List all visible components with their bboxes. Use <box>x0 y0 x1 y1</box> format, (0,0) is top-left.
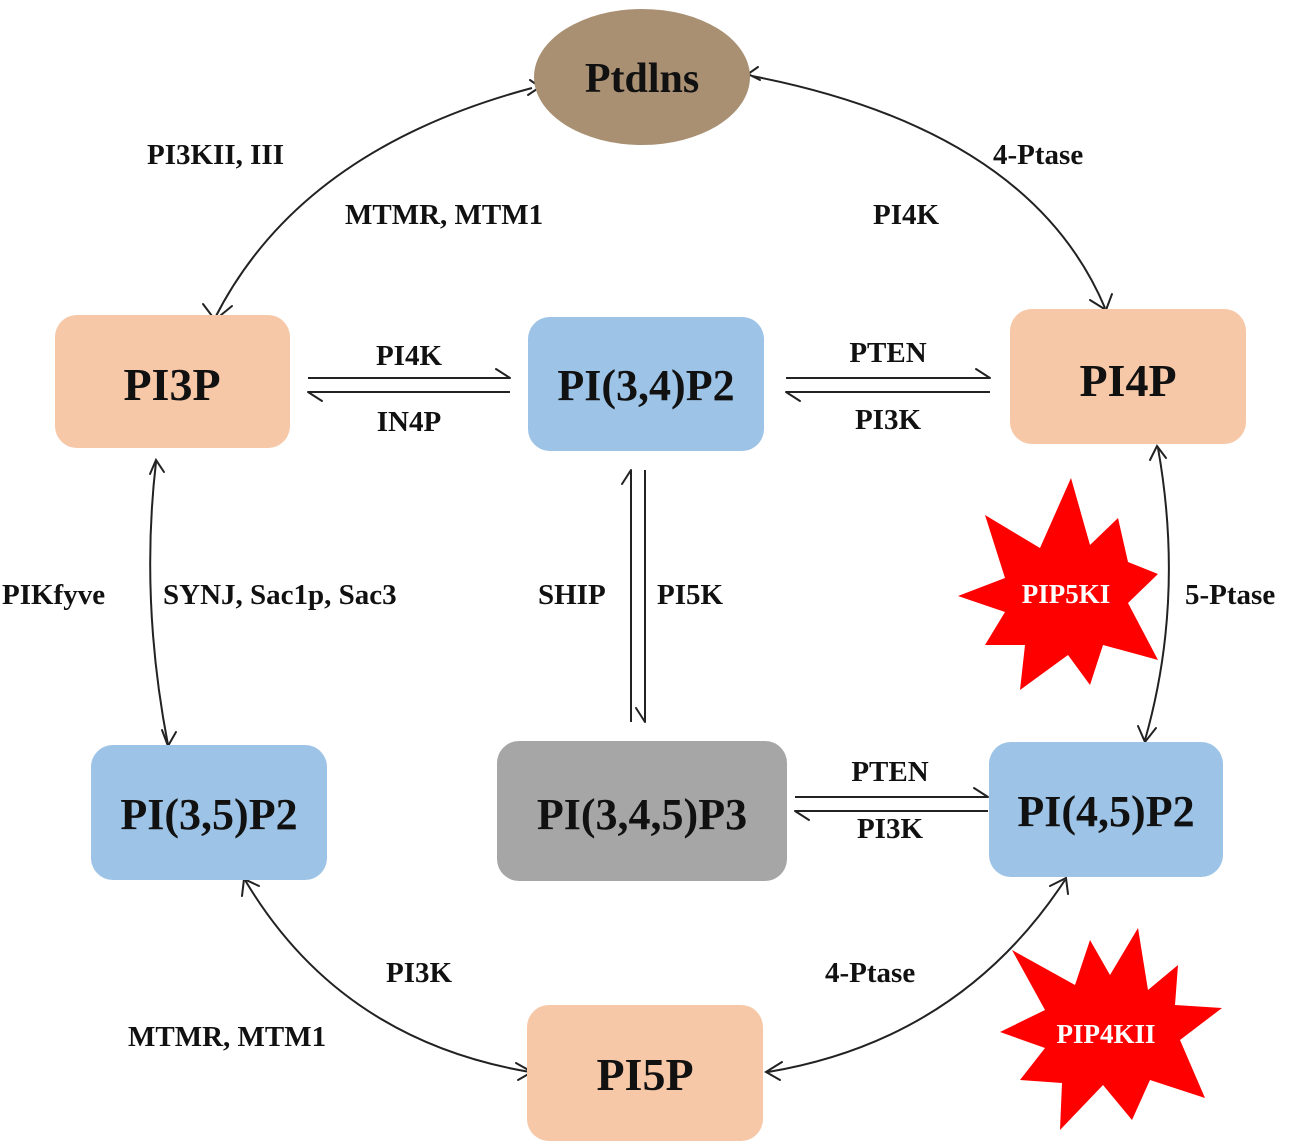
enzyme-ship: SHIP <box>538 579 606 611</box>
enzyme-pten-bottom: PTEN <box>851 756 928 788</box>
arrowhead-pi4p <box>1089 293 1113 312</box>
enzyme-pi3kii-iii: PI3KII, III <box>147 139 284 171</box>
arrowhead-pi34p2-right <box>785 391 801 402</box>
arrows <box>149 66 1170 1081</box>
pi5p-label: PI5P <box>596 1049 693 1100</box>
pi4p-label: PI4P <box>1079 355 1176 406</box>
arrowhead-pi3p-down <box>149 457 165 475</box>
arrowhead-pi4p-left <box>975 368 991 379</box>
pi34p2-node <box>528 317 764 451</box>
enzyme-4-ptase-bottom: 4-Ptase <box>825 957 915 989</box>
pip5ki-burst <box>958 478 1158 690</box>
pi4p-node <box>1010 309 1246 444</box>
arrowhead-pi34p2-left <box>495 368 511 379</box>
enzyme-pi4k-mid: PI4K <box>376 340 443 372</box>
pi45p2-node <box>989 742 1223 877</box>
enzyme-mtmr-mtm1-bottom: MTMR, MTM1 <box>128 1021 326 1053</box>
enzyme-pikfyve: PIKfyve <box>2 579 105 611</box>
pip5ki-label: PIP5KI <box>1022 579 1111 609</box>
enzyme-pi4k-top: PI4K <box>873 199 940 231</box>
arrow-pi3p-pi35p2 <box>149 461 169 746</box>
pi35p2-label: PI(3,5)P2 <box>120 790 297 839</box>
arrow-pi45p2-pi5p <box>767 879 1066 1073</box>
arrowhead-pi345p3-right <box>794 810 810 821</box>
enzyme-pi3k-lower-left: PI3K <box>386 957 453 989</box>
pi3p-label: PI3P <box>123 359 220 410</box>
arrowhead-pi45p2-down <box>1049 876 1069 895</box>
nodes: Ptdlns PI3P PI(3,4)P2 PI4P PI(3,5)P2 PI(… <box>55 9 1246 1141</box>
highlight-bursts: PIP5KI PIP4KII <box>958 478 1222 1130</box>
pi34p2-label: PI(3,4)P2 <box>557 361 734 410</box>
enzyme-4-ptase-top: 4-Ptase <box>993 139 1083 171</box>
pi345p3-label: PI(3,4,5)P3 <box>537 790 747 839</box>
enzyme-pi3k-top: PI3K <box>855 404 922 436</box>
arrow-pi4p-pi45p2 <box>1144 447 1170 741</box>
arrowhead-pi35p2 <box>161 729 177 749</box>
enzyme-pten-top: PTEN <box>849 337 926 369</box>
arrowhead-pi34p2-up <box>621 469 632 485</box>
arrowhead-pi5p-right <box>764 1061 783 1081</box>
enzyme-mtmr-mtm1-top: MTMR, MTM1 <box>345 199 543 231</box>
enzyme-pi5k: PI5K <box>657 579 724 611</box>
pip4kii-burst <box>1000 928 1222 1130</box>
ptdins-label: Ptdlns <box>585 56 699 102</box>
enzyme-5-ptase: 5-Ptase <box>1185 579 1275 611</box>
pi5p-node <box>527 1005 763 1141</box>
arrowhead-pi345p3-down <box>635 707 646 723</box>
enzyme-pi3k-bottom: PI3K <box>857 813 924 845</box>
arrowhead-pi4p-up <box>1149 444 1167 461</box>
pi3p-node <box>55 315 290 448</box>
enzyme-in4p: IN4P <box>377 406 441 438</box>
pi345p3-node <box>497 741 787 881</box>
arrow-ptdins-pi3p <box>214 87 533 319</box>
arrowhead-pi45p2-left <box>973 787 989 798</box>
pi35p2-node <box>91 745 327 880</box>
ptdins-node <box>534 9 750 145</box>
pip4kii-label: PIP4KII <box>1056 1019 1155 1049</box>
enzyme-labels: PI3KII, III MTMR, MTM1 4-Ptase PI4K PI4K… <box>2 139 1275 1053</box>
arrow-ptdins-pi4p <box>751 75 1106 309</box>
arrowhead-pi3p-right <box>307 391 323 402</box>
enzyme-synj-sac: SYNJ, Sac1p, Sac3 <box>163 579 397 611</box>
arrow-pi35p2-pi5p <box>244 879 531 1073</box>
pi45p2-label: PI(4,5)P2 <box>1017 787 1194 836</box>
